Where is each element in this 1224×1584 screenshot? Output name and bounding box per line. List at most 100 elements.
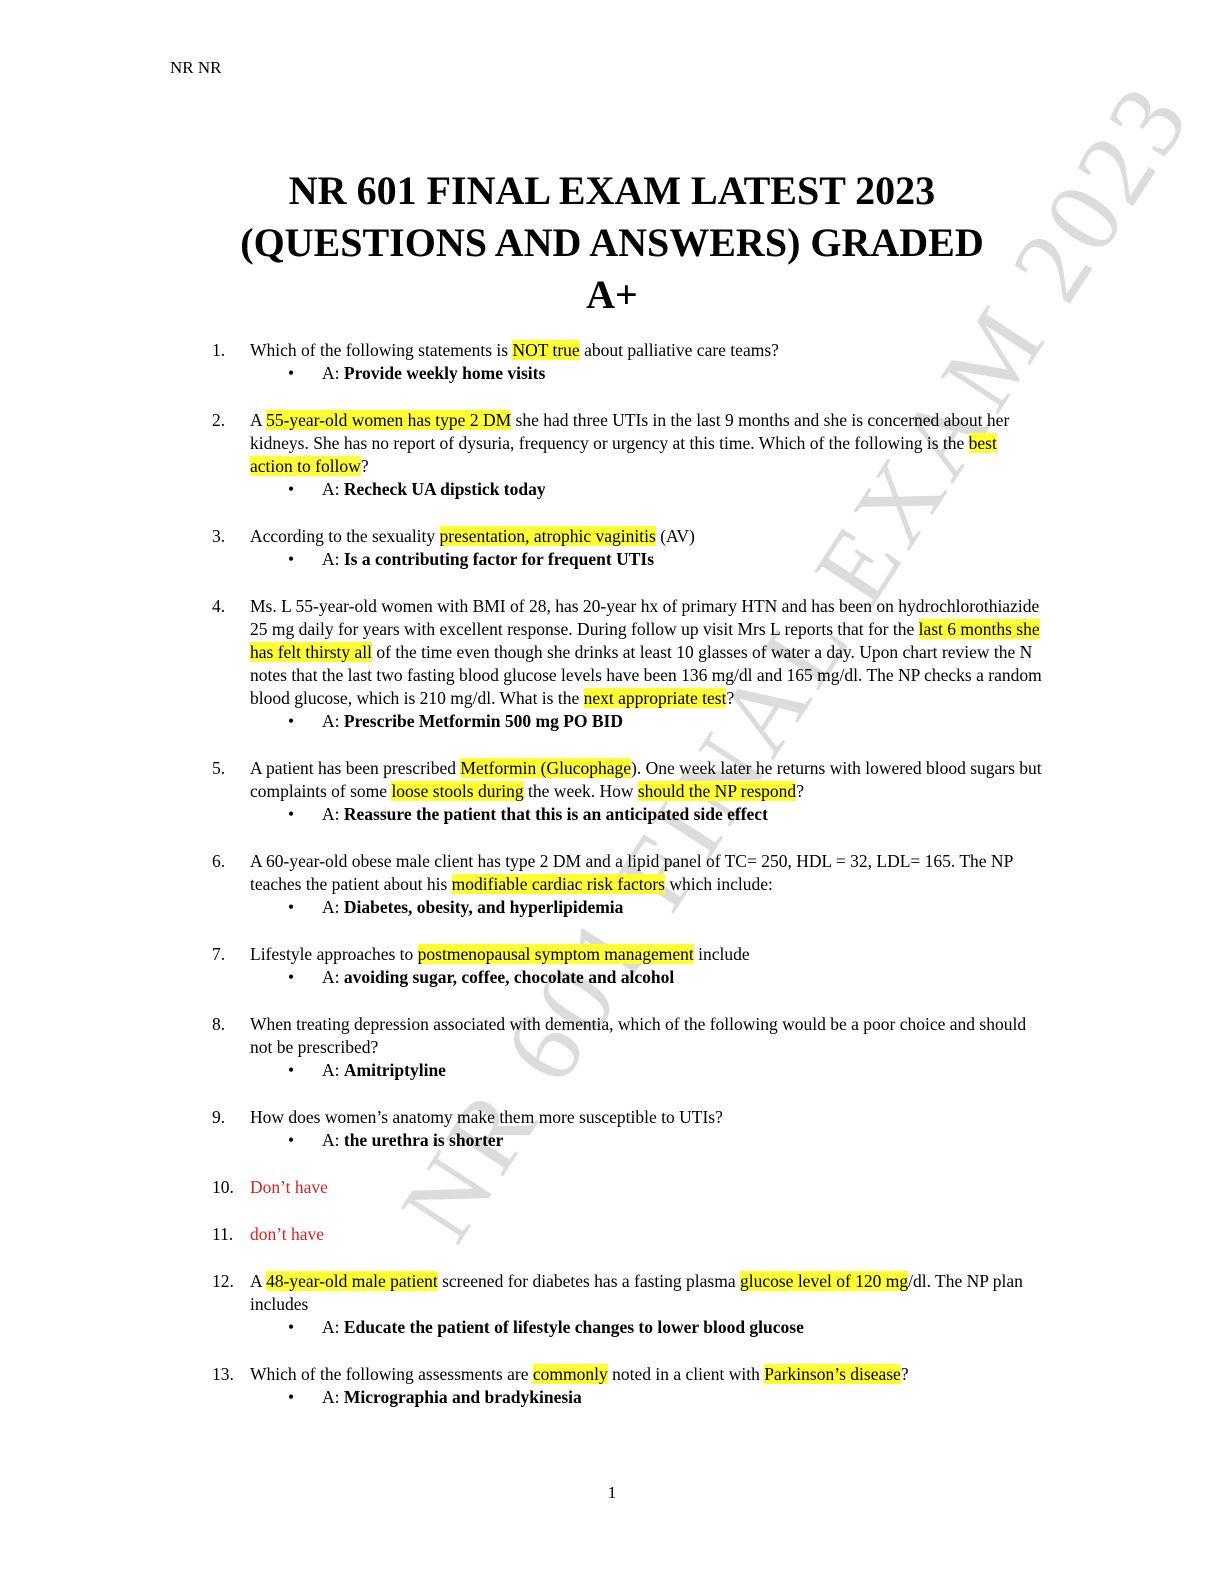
answer-text: Educate the patient of lifestyle changes… [343, 1317, 804, 1337]
question-number: 1. [212, 340, 226, 360]
question-text: When treating depression associated with… [250, 1013, 1042, 1059]
question-item: 3. According to the sexuality presentatio… [212, 525, 1042, 571]
highlighted-text: 48-year-old male patient [266, 1271, 438, 1291]
question-text: A 60-year-old obese male client has type… [250, 850, 1042, 896]
question-text-run: which include: [664, 874, 773, 894]
question-text-run: ? [796, 781, 804, 801]
question-number: 3. [212, 526, 226, 546]
question-text: According to the sexuality presentation,… [250, 525, 1042, 548]
question-number: 2. [212, 410, 226, 430]
question-text-run: screened for diabetes has a fasting plas… [437, 1271, 740, 1291]
question-number: 4. [212, 596, 226, 616]
highlighted-text: postmenopausal symptom management [417, 944, 694, 964]
bullet-icon: • [288, 1317, 295, 1337]
highlighted-text: commonly [532, 1364, 608, 1384]
title-line-2: (QUESTIONS AND ANSWERS) GRADED [240, 220, 984, 265]
question-number: 10. [212, 1177, 234, 1197]
answer-line: • A: Recheck UA dipstick today [250, 478, 1042, 501]
bullet-icon: • [288, 897, 295, 917]
question-text-run: (AV) [655, 526, 695, 546]
question-item: 9. How does women’s anatomy make them mor… [212, 1106, 1042, 1152]
question-item: 6. A 60-year-old obese male client has ty… [212, 850, 1042, 919]
highlighted-text: glucose level of 120 mg [739, 1271, 909, 1291]
bullet-icon: • [288, 711, 295, 731]
question-item: 7. Lifestyle approaches to postmenopausal… [212, 943, 1042, 989]
question-item: 1. Which of the following statements is N… [212, 339, 1042, 385]
question-text: Ms. L 55-year-old women with BMI of 28, … [250, 595, 1042, 710]
question-text-run: the week. How [523, 781, 638, 801]
title-line-1: NR 601 FINAL EXAM LATEST 2023 [288, 168, 936, 213]
answer-text: Diabetes, obesity, and hyperlipidemia [343, 897, 624, 917]
question-text: Which of the following assessments are c… [250, 1363, 1042, 1386]
answer-line: • A: avoiding sugar, coffee, chocolate an… [250, 966, 1042, 989]
highlighted-text: NOT true [512, 340, 580, 360]
answer-text: Recheck UA dipstick today [343, 479, 546, 499]
document-title: NR 601 FINAL EXAM LATEST 2023 (QUESTIONS… [0, 165, 1224, 321]
bullet-icon: • [288, 967, 295, 987]
highlighted-text: next appropriate test [583, 688, 727, 708]
question-text-run: of the time even though she drinks at le… [250, 642, 1042, 708]
question-list: 1. Which of the following statements is N… [212, 339, 1042, 1433]
answer-line: •A: Prescribe Metformin 500 mg PO BID [250, 710, 1042, 733]
bullet-icon: • [288, 549, 295, 569]
answer-text: Provide weekly home visits [343, 363, 546, 383]
answer-prefix: A: [322, 804, 344, 824]
bullet-icon: • [288, 363, 295, 383]
question-number: 8. [212, 1014, 226, 1034]
answer-text: Micrographia and bradykinesia [343, 1387, 582, 1407]
question-text-run: According to the sexuality [250, 526, 440, 546]
question-text: A 55-year-old women has type 2 DM she ha… [250, 409, 1042, 478]
question-text: How does women’s anatomy make them more … [250, 1106, 1042, 1129]
answer-text: Is a contributing factor for frequent UT… [343, 549, 655, 569]
title-line-3: A+ [586, 272, 638, 317]
question-text-run: A patient has been prescribed [250, 758, 461, 778]
question-text: don’t have [250, 1223, 1042, 1246]
running-header: NR NR [170, 58, 222, 77]
question-item: 4. Ms. L 55-year-old women with BMI of 28… [212, 595, 1042, 733]
question-text: A 48-year-old male patient screened for … [250, 1270, 1042, 1316]
highlighted-text: should the NP respond [637, 781, 797, 801]
answer-prefix: A: [322, 1317, 344, 1337]
answer-line: • A: Diabetes, obesity, and hyperlipidemi… [250, 896, 1042, 919]
question-text-run: A 60-year-old obese male client has type… [250, 851, 1013, 894]
bullet-icon: • [288, 479, 295, 499]
question-text-run: about palliative care teams? [579, 340, 779, 360]
red-note-text: Don’t have [250, 1177, 328, 1197]
answer-prefix: A: [322, 967, 344, 987]
red-note-text: don’t have [250, 1224, 325, 1244]
question-item: 5.A patient has been prescribed Metformi… [212, 757, 1042, 826]
question-item: 8. When treating depression associated wi… [212, 1013, 1042, 1082]
question-number: 7. [212, 944, 226, 964]
answer-line: • A: Educate the patient of lifestyle cha… [250, 1316, 1042, 1339]
question-text-run: /dl. The NP plan includes [250, 1271, 1023, 1314]
answer-prefix: A: [322, 479, 344, 499]
answer-line: •A: Amitriptyline [250, 1059, 1042, 1082]
question-text: Don’t have [250, 1176, 1042, 1199]
question-text-run: Lifestyle approaches to [250, 944, 418, 964]
answer-text: the urethra is shorter [343, 1130, 504, 1150]
answer-prefix: A: [322, 711, 344, 731]
answer-line: •A: Micrographia and bradykinesia [250, 1386, 1042, 1409]
highlighted-text: 55-year-old women has type 2 DM [266, 410, 512, 430]
question-number: 11. [212, 1224, 234, 1244]
answer-text: Amitriptyline [343, 1060, 446, 1080]
page-number: 1 [607, 1483, 617, 1502]
answer-prefix: A: [322, 897, 344, 917]
question-text: Lifestyle approaches to postmenopausal s… [250, 943, 1042, 966]
answer-text: avoiding sugar, coffee, chocolate and al… [343, 967, 675, 987]
answer-line: •A: Is a contributing factor for frequen… [250, 548, 1042, 571]
question-text-run: Ms. L 55-year-old women with BMI of 28, … [250, 596, 1040, 639]
answer-prefix: A: [322, 1060, 344, 1080]
question-text-run: ? [900, 1364, 909, 1384]
bullet-icon: • [288, 1130, 295, 1150]
question-text: A patient has been prescribed Metformin … [250, 757, 1042, 803]
question-text-run: she had three UTIs in the last 9 months … [250, 410, 1010, 453]
highlighted-text: loose stools during [391, 781, 524, 801]
question-text-run: Which of the following statements is [250, 340, 513, 360]
question-number: 6. [212, 851, 226, 871]
question-item: 13.Which of the following assessments ar… [212, 1363, 1042, 1409]
answer-text: Reassure the patient that this is an ant… [343, 804, 768, 824]
question-number: 9. [212, 1107, 226, 1127]
question-item: 12. A 48-year-old male patient screened … [212, 1270, 1042, 1339]
question-text-run: ? [726, 688, 735, 708]
